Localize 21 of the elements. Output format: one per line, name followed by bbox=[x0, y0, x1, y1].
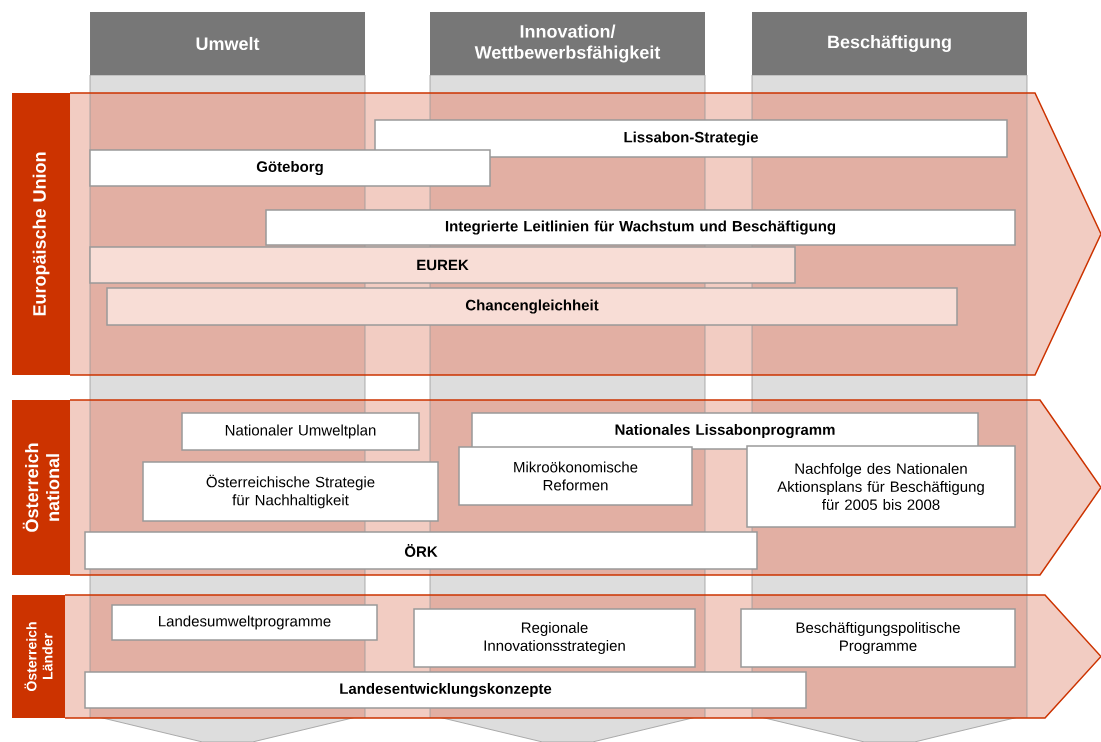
strategy-box: Lissabon-Strategie bbox=[374, 119, 1008, 158]
strategy-box: Integrierte Leitlinien für Wachstum und Beschäftigung bbox=[265, 209, 1016, 246]
strategy-box: Österreichische Strategie für Nachhaltigkeit bbox=[142, 461, 439, 522]
strategy-box: Mikroökonomische Reformen bbox=[458, 446, 693, 506]
column-header: Beschäftigung bbox=[752, 12, 1027, 75]
strategy-box: Beschäftigungspolitische Programme bbox=[740, 608, 1016, 668]
band-label: Österreich national bbox=[12, 400, 70, 575]
strategy-bar: EUREK bbox=[89, 246, 796, 284]
strategy-box: Nationales Lissabonprogramm bbox=[471, 412, 979, 450]
strategy-box: Regionale Innovationsstrategien bbox=[413, 608, 696, 668]
band-label: Europäische Union bbox=[12, 93, 70, 375]
strategy-box: Landesumweltprogramme bbox=[111, 604, 378, 641]
strategy-box: ÖRK bbox=[84, 531, 758, 570]
strategy-box: Landesentwicklungskonzepte bbox=[84, 671, 807, 709]
column-header: Umwelt bbox=[90, 12, 365, 75]
strategy-box: Nachfolge des Nationalen Aktionsplans für Beschäftigung für 2005 bis 2008 bbox=[746, 445, 1016, 528]
strategy-box: Göteborg bbox=[89, 149, 491, 187]
band-label: Österreich Länder bbox=[12, 595, 65, 718]
column-header: Innovation/ Wettbewerbsfähigkeit bbox=[430, 12, 705, 75]
strategy-box: Nationaler Umweltplan bbox=[181, 412, 420, 451]
strategy-bar: Chancengleichheit bbox=[106, 287, 958, 326]
